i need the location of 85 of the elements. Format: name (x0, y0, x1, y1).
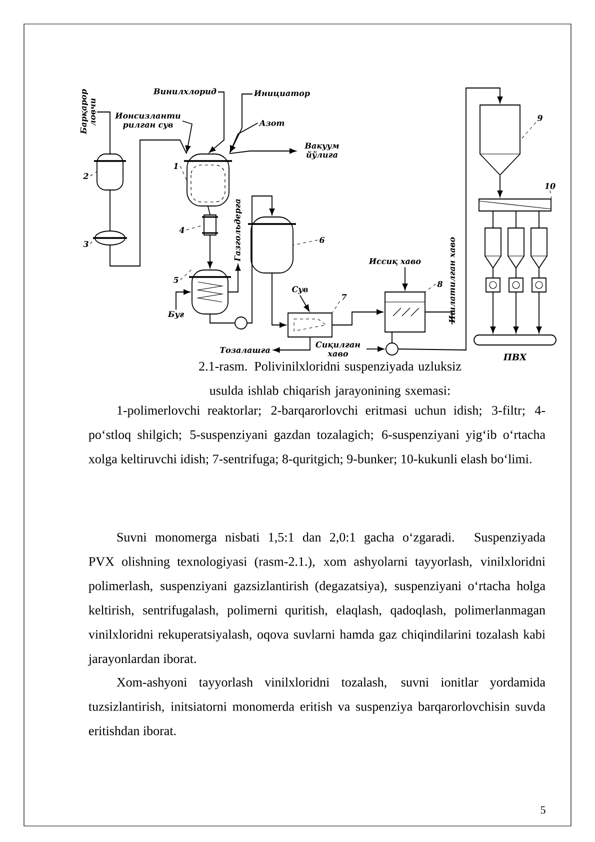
pump (234, 316, 248, 330)
leader-line (180, 166, 187, 180)
reactor-vessel (184, 154, 232, 206)
leader-line (332, 301, 340, 313)
callout-number: 9 (537, 114, 542, 122)
feeder (508, 278, 524, 292)
hopper (484, 228, 502, 269)
filter (93, 230, 127, 246)
pipe-line (110, 140, 187, 266)
stream-label: Буғ (168, 311, 184, 319)
pipe-arrow (513, 292, 519, 334)
callout-number: 8 (437, 280, 442, 288)
paragraph: Xom-ashyoni tayyorlash vinilxloridni tozalash, suvni ionitlar yordamida tuzsizlantirish, initsiatorni monomerda eritish va suspenziya barqarorlovchisin suvda eritishdan iborat. (88, 677, 546, 736)
stream-label: Барқарор ловчи (80, 89, 96, 134)
stream-label: Газгольдерга (234, 199, 242, 262)
pipe-line (492, 211, 494, 228)
pipe-arrow (247, 196, 275, 324)
stream-label: Вакуум йўлига (304, 142, 339, 160)
tank (94, 154, 126, 190)
collector-tray (474, 334, 556, 346)
pipe-arrow (398, 88, 503, 350)
stream-label: Винилхлорид (153, 88, 216, 96)
stream-label: Сув (292, 286, 308, 294)
leader-line (180, 269, 192, 280)
stream-label: Ионсизланти рилган сув (114, 112, 180, 130)
pipe-line (538, 268, 540, 278)
leader-line (520, 122, 536, 140)
tank (248, 216, 296, 274)
stream-label: Иссиқ хаво (368, 258, 421, 266)
pipe-line (538, 211, 540, 228)
stream-label: Инициатор (254, 90, 310, 98)
figure-caption: 2.1-rasm. Polivinilxloridni suspenziyada uzluksiz usulda ishlab chiqarish jarayonining sxemasi: (199, 361, 462, 398)
leader-line (293, 240, 318, 246)
pipe-arrow (229, 148, 296, 154)
pipe-arrow (273, 337, 310, 353)
page-number: 5 (540, 806, 546, 814)
pipe-arrow (490, 292, 496, 334)
leader-line (550, 190, 552, 199)
pipe-arrow (207, 235, 213, 268)
pipe-line (208, 206, 210, 215)
pipe-line (492, 268, 494, 278)
feeder (532, 278, 546, 292)
pipe-arrow (272, 273, 286, 328)
product-label: ПВХ (503, 354, 527, 360)
stream-label: Тозалашга (220, 347, 270, 353)
trap (201, 214, 219, 236)
pipe-arrow (366, 346, 384, 352)
hopper (530, 228, 548, 269)
centrifuge (288, 312, 332, 338)
pipe-arrow (497, 175, 503, 198)
dryer (384, 292, 426, 332)
stream-label: Сиқилган хаво (316, 341, 360, 357)
callout-number: 6 (320, 236, 325, 244)
pipe-arrow (300, 294, 310, 312)
pipe-line (96, 112, 110, 154)
sieve (478, 198, 552, 212)
hopper (508, 228, 524, 269)
feeder (486, 278, 500, 292)
leader-line (90, 238, 95, 244)
pipe-arrow (332, 309, 384, 326)
pump (386, 342, 398, 356)
paragraph: 1-polimerlovchi reaktorlar; 2-barqarorlovchi eritmasi uchun idish; 3-filtr; 4-po‘stloq shilgich; 5-suspenziyani gazdan tozalagich; 6-suspenziyani yig‘ib o‘rtacha xolga keltiruvchi idish; 7-sentrifuga; 8-quritgich; 9-bunker; 10-kukunli elash bo‘limi. (88, 405, 546, 466)
callout-number: 10 (544, 182, 556, 190)
callout-number: 4 (179, 227, 184, 233)
leader-line (90, 172, 97, 176)
pipe-arrow (536, 292, 542, 334)
pipe-arrow (228, 264, 241, 292)
bunker (480, 104, 520, 176)
pipe-arrow (230, 122, 258, 152)
callout-number: 2 (83, 173, 88, 179)
pipe-arrow (402, 266, 408, 290)
callout-number: 7 (342, 294, 347, 300)
stream-label: Ишлатилган хаво (449, 237, 455, 324)
pipe-line (425, 312, 452, 325)
callout-number: 1 (174, 163, 178, 169)
callout-number: 3 (83, 240, 88, 248)
pipe-line (210, 314, 235, 324)
pipe-arrow (208, 92, 224, 153)
paragraph: Suvni monomerga nisbati 1,5:1 dan 2,0:1 gacha o‘zgaradi. Suspenziyada PVX olishning texnologiyasi (rasm-2.1.), xom ashyolarni tayyorlash, vinilxloridni polimerlash, suspenziyani gazsizlantirish (degazatsiya), suspenziyani o‘rtacha holga keltirish, sentrifugalash, polimerni quritish, elaqlash, qadoqlash, polimerlanmagan vinilxloridni rekuperatsiyalash, oqova suvlarni hamda gaz chiqindilarini tozalash kabi jarayonlardan iborat. (88, 532, 546, 666)
pipe-arrow (176, 289, 190, 310)
degasser-vessel (189, 270, 231, 314)
pipe-arrow (182, 120, 193, 152)
callout-number: 5 (173, 277, 178, 283)
stream-label: Азот (258, 120, 284, 126)
leader-line (425, 284, 436, 292)
